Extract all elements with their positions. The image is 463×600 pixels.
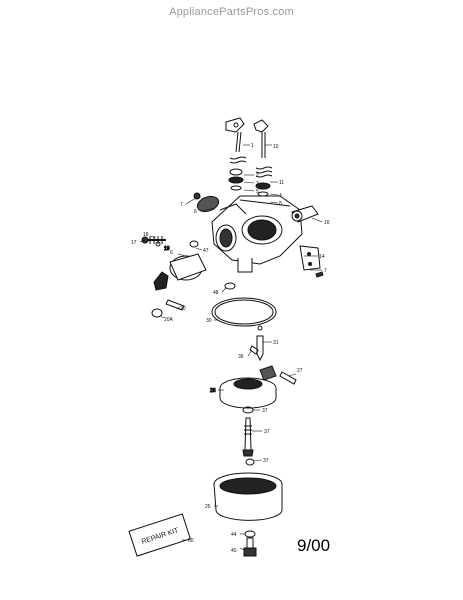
part-label-8: 8 <box>279 201 282 207</box>
bowl-gasket <box>211 297 277 327</box>
inlet-needle <box>256 325 264 362</box>
revision-date: 9/00 <box>297 536 331 555</box>
spring-19 <box>155 241 161 247</box>
o-ring-48 <box>224 282 236 290</box>
cup-20a <box>151 308 163 318</box>
carburetor-body <box>211 195 303 273</box>
part-label-5: 5 <box>256 189 259 195</box>
part-label-35: 6 <box>170 250 173 256</box>
throttle-plate <box>196 195 220 213</box>
part-label-10: 10 <box>273 144 279 150</box>
part-label-11: 11 <box>279 180 284 186</box>
part-label-44: 44 <box>231 532 237 538</box>
float <box>219 365 277 409</box>
part-label-7-top: 7 <box>180 202 183 208</box>
part-label-27: 27 <box>297 368 303 374</box>
part-label-19: 19 <box>164 246 170 252</box>
throttle-spring-stack <box>228 156 247 191</box>
choke-spring-stack <box>255 166 273 197</box>
part-label-7-right: 7 <box>324 268 327 274</box>
part-label-2: 2 <box>256 173 259 179</box>
part-label-37-top: 37 <box>262 408 268 414</box>
part-label-14: 14 <box>319 254 325 260</box>
screw-7-top <box>193 192 201 200</box>
part-label-18: 18 <box>143 232 149 238</box>
part-label-25: 25 <box>205 504 211 510</box>
part-label-16: 16 <box>324 220 330 226</box>
part-label-4: 4 <box>279 193 282 199</box>
main-nozzle <box>242 417 254 457</box>
part-label-3: 3 <box>256 181 259 187</box>
throttle-lever <box>225 117 245 153</box>
repair-kit-box: REPAIR KIT <box>128 513 191 557</box>
screw-7-right <box>315 271 324 278</box>
part-label-6: 6 <box>194 209 197 215</box>
part-label-48: 48 <box>213 290 219 296</box>
o-ring-37-bottom <box>245 458 255 466</box>
part-label-30: 31 <box>273 340 279 346</box>
fuel-inlet-fitting <box>291 205 319 223</box>
part-label-20: 20 <box>180 306 186 312</box>
part-labels: 1 10 2 11 3 4 5 8 6 7 16 14 7 17 18 47 6… <box>131 143 330 554</box>
choke-bracket <box>299 245 321 271</box>
part-label-26: 26 <box>210 388 216 394</box>
washer-44 <box>244 530 256 538</box>
part-label-20a: 20A <box>164 317 174 323</box>
part-label-36: 37 <box>264 429 270 435</box>
part-label-17: 17 <box>131 240 137 246</box>
part-label-40: 40 <box>231 548 237 554</box>
primer-assembly <box>153 253 207 291</box>
part-label-60: 60 <box>188 538 194 544</box>
part-label-47: 47 <box>203 248 209 254</box>
float-pin <box>279 371 297 385</box>
site-watermark: AppliancePartsPros.com <box>169 6 294 18</box>
part-label-1: 1 <box>251 143 254 149</box>
part-label-29: 30 <box>206 318 212 324</box>
pin-20 <box>165 299 185 311</box>
welch-plug <box>189 240 199 248</box>
part-label-37-bottom: 37 <box>263 458 269 464</box>
float-bowl <box>213 472 283 521</box>
part-label-31: 36 <box>238 354 244 360</box>
needle-clip <box>249 345 259 355</box>
choke-lever <box>253 119 269 158</box>
leader-lines <box>139 144 323 551</box>
bowl-bolt <box>243 537 257 557</box>
part-label-28: 29 <box>210 388 216 394</box>
